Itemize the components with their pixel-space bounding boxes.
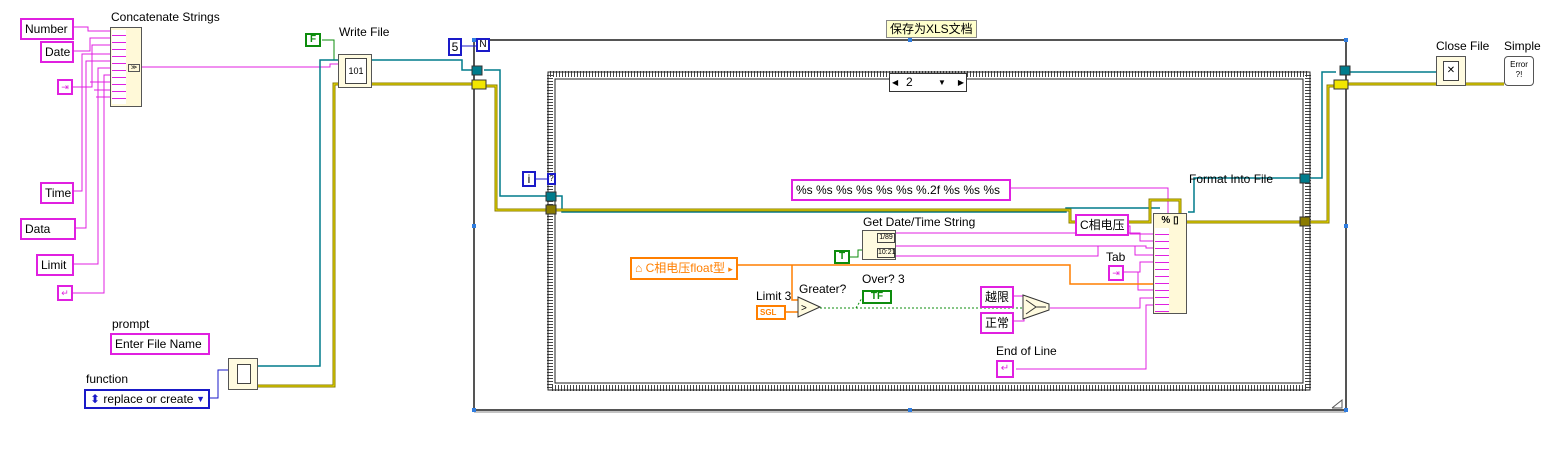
close-file-node[interactable]: ✕ [1436, 56, 1466, 86]
format-into-file-title: Format Into File [1189, 172, 1274, 186]
data-constant[interactable]: Data [20, 218, 76, 240]
write-file-bool-constant[interactable]: F [305, 33, 321, 47]
clock-icon: 10:21 [877, 248, 896, 258]
error-icon: Error?! [1510, 60, 1528, 79]
prompt-label: prompt [112, 317, 150, 331]
prompt-constant[interactable]: Enter File Name [110, 333, 210, 355]
close-file-icon: ✕ [1443, 61, 1459, 81]
get-date-time-node[interactable]: 1/89 10:21 [862, 230, 896, 260]
simple-error-handler-node[interactable]: Error?! [1504, 56, 1534, 86]
case-prev-icon[interactable]: ◀ [892, 78, 899, 87]
time-constant[interactable]: Time [40, 182, 74, 204]
write-file-title: Write File [339, 25, 390, 39]
tab-string-constant-icon[interactable]: ⇥ [57, 79, 73, 95]
loop-count-terminal: N [476, 38, 490, 52]
over-type: TF [870, 291, 884, 302]
date-time-bool-constant[interactable]: T [834, 250, 850, 264]
format-into-file-node[interactable]: % ▯ [1153, 213, 1187, 314]
chevron-down-icon: ▼ [196, 394, 205, 404]
limit-constant[interactable]: Limit [36, 254, 74, 276]
end-of-line-label: End of Line [996, 344, 1057, 358]
case-dropdown-icon[interactable]: ▼ [938, 78, 946, 87]
function-ring-constant[interactable]: ⬍ replace or create ▼ [84, 389, 210, 409]
iteration-indicator: ? [547, 173, 556, 185]
limit-type: SGL [760, 308, 777, 317]
tab-constant-icon[interactable]: ⇥ [1108, 265, 1124, 281]
end-of-line-icon[interactable]: ↵ [996, 360, 1014, 378]
open-file-node[interactable] [228, 358, 258, 390]
select-icon [1022, 294, 1050, 320]
iteration-terminal: i [522, 171, 536, 187]
pencil-icon: 101 [345, 58, 367, 84]
normal-constant[interactable]: 正常 [980, 312, 1014, 334]
limit-control[interactable]: SGL [756, 305, 786, 320]
greater-label: Greater? [799, 282, 847, 296]
over-indicator[interactable]: TF [862, 290, 892, 304]
concat-glyph: ≫ [128, 64, 140, 72]
ring-arrows-icon: ⬍ [90, 392, 101, 406]
greater-than-icon: > [797, 296, 822, 318]
number-constant[interactable]: Number [20, 18, 74, 40]
tunnel-error-in [471, 79, 487, 90]
concat-ports [112, 30, 126, 104]
select-node[interactable] [1022, 294, 1050, 320]
close-file-title: Close File [1436, 39, 1490, 53]
function-label: function [86, 372, 129, 386]
loop-title: 保存为XLS文档 [886, 20, 977, 38]
function-ring-value: replace or create [103, 392, 194, 406]
arrow-right-icon: ▸ [728, 264, 733, 274]
over-label: Over? 3 [862, 272, 905, 286]
format-string-constant[interactable]: %s %s %s %s %s %s %.2f %s %s %s [791, 179, 1011, 201]
new-file-icon [237, 364, 251, 384]
concat-title: Concatenate Strings [111, 10, 220, 24]
format-percent-icon: % ▯ [1161, 215, 1179, 226]
tunnel-refnum-in [471, 65, 483, 76]
format-input-ports [1155, 228, 1169, 312]
greater-than-node[interactable]: > [797, 296, 822, 318]
limit-label: Limit 3 [756, 289, 792, 303]
svg-text:>: > [801, 303, 807, 314]
write-file-node[interactable]: 101 [338, 54, 372, 88]
c-voltage-float-local[interactable]: ⌂ C相电压float型 ▸ [630, 257, 738, 280]
c-voltage-constant[interactable]: C相电压 [1075, 214, 1129, 236]
get-date-time-title: Get Date/Time String [863, 215, 976, 229]
simple-error-title: Simple [1504, 39, 1541, 53]
loop-count-constant[interactable]: 5 [448, 38, 462, 56]
home-icon: ⌂ [635, 261, 643, 275]
date-constant[interactable]: Date [40, 41, 74, 63]
over-limit-constant[interactable]: 越限 [980, 286, 1014, 308]
concatenate-strings-node[interactable]: ≫ [110, 27, 142, 107]
c-voltage-float-text: C相电压float型 [645, 261, 725, 275]
calendar-icon: 1/89 [877, 233, 895, 243]
case-selector-value: 2 [906, 75, 913, 89]
tab-label: Tab [1106, 250, 1126, 264]
case-structure-frame [547, 71, 1311, 391]
end-of-line-constant-icon[interactable]: ↵ [57, 285, 73, 301]
case-selector[interactable]: ◀ 2 ▼ ▶ [889, 73, 967, 92]
case-next-icon[interactable]: ▶ [957, 78, 964, 87]
